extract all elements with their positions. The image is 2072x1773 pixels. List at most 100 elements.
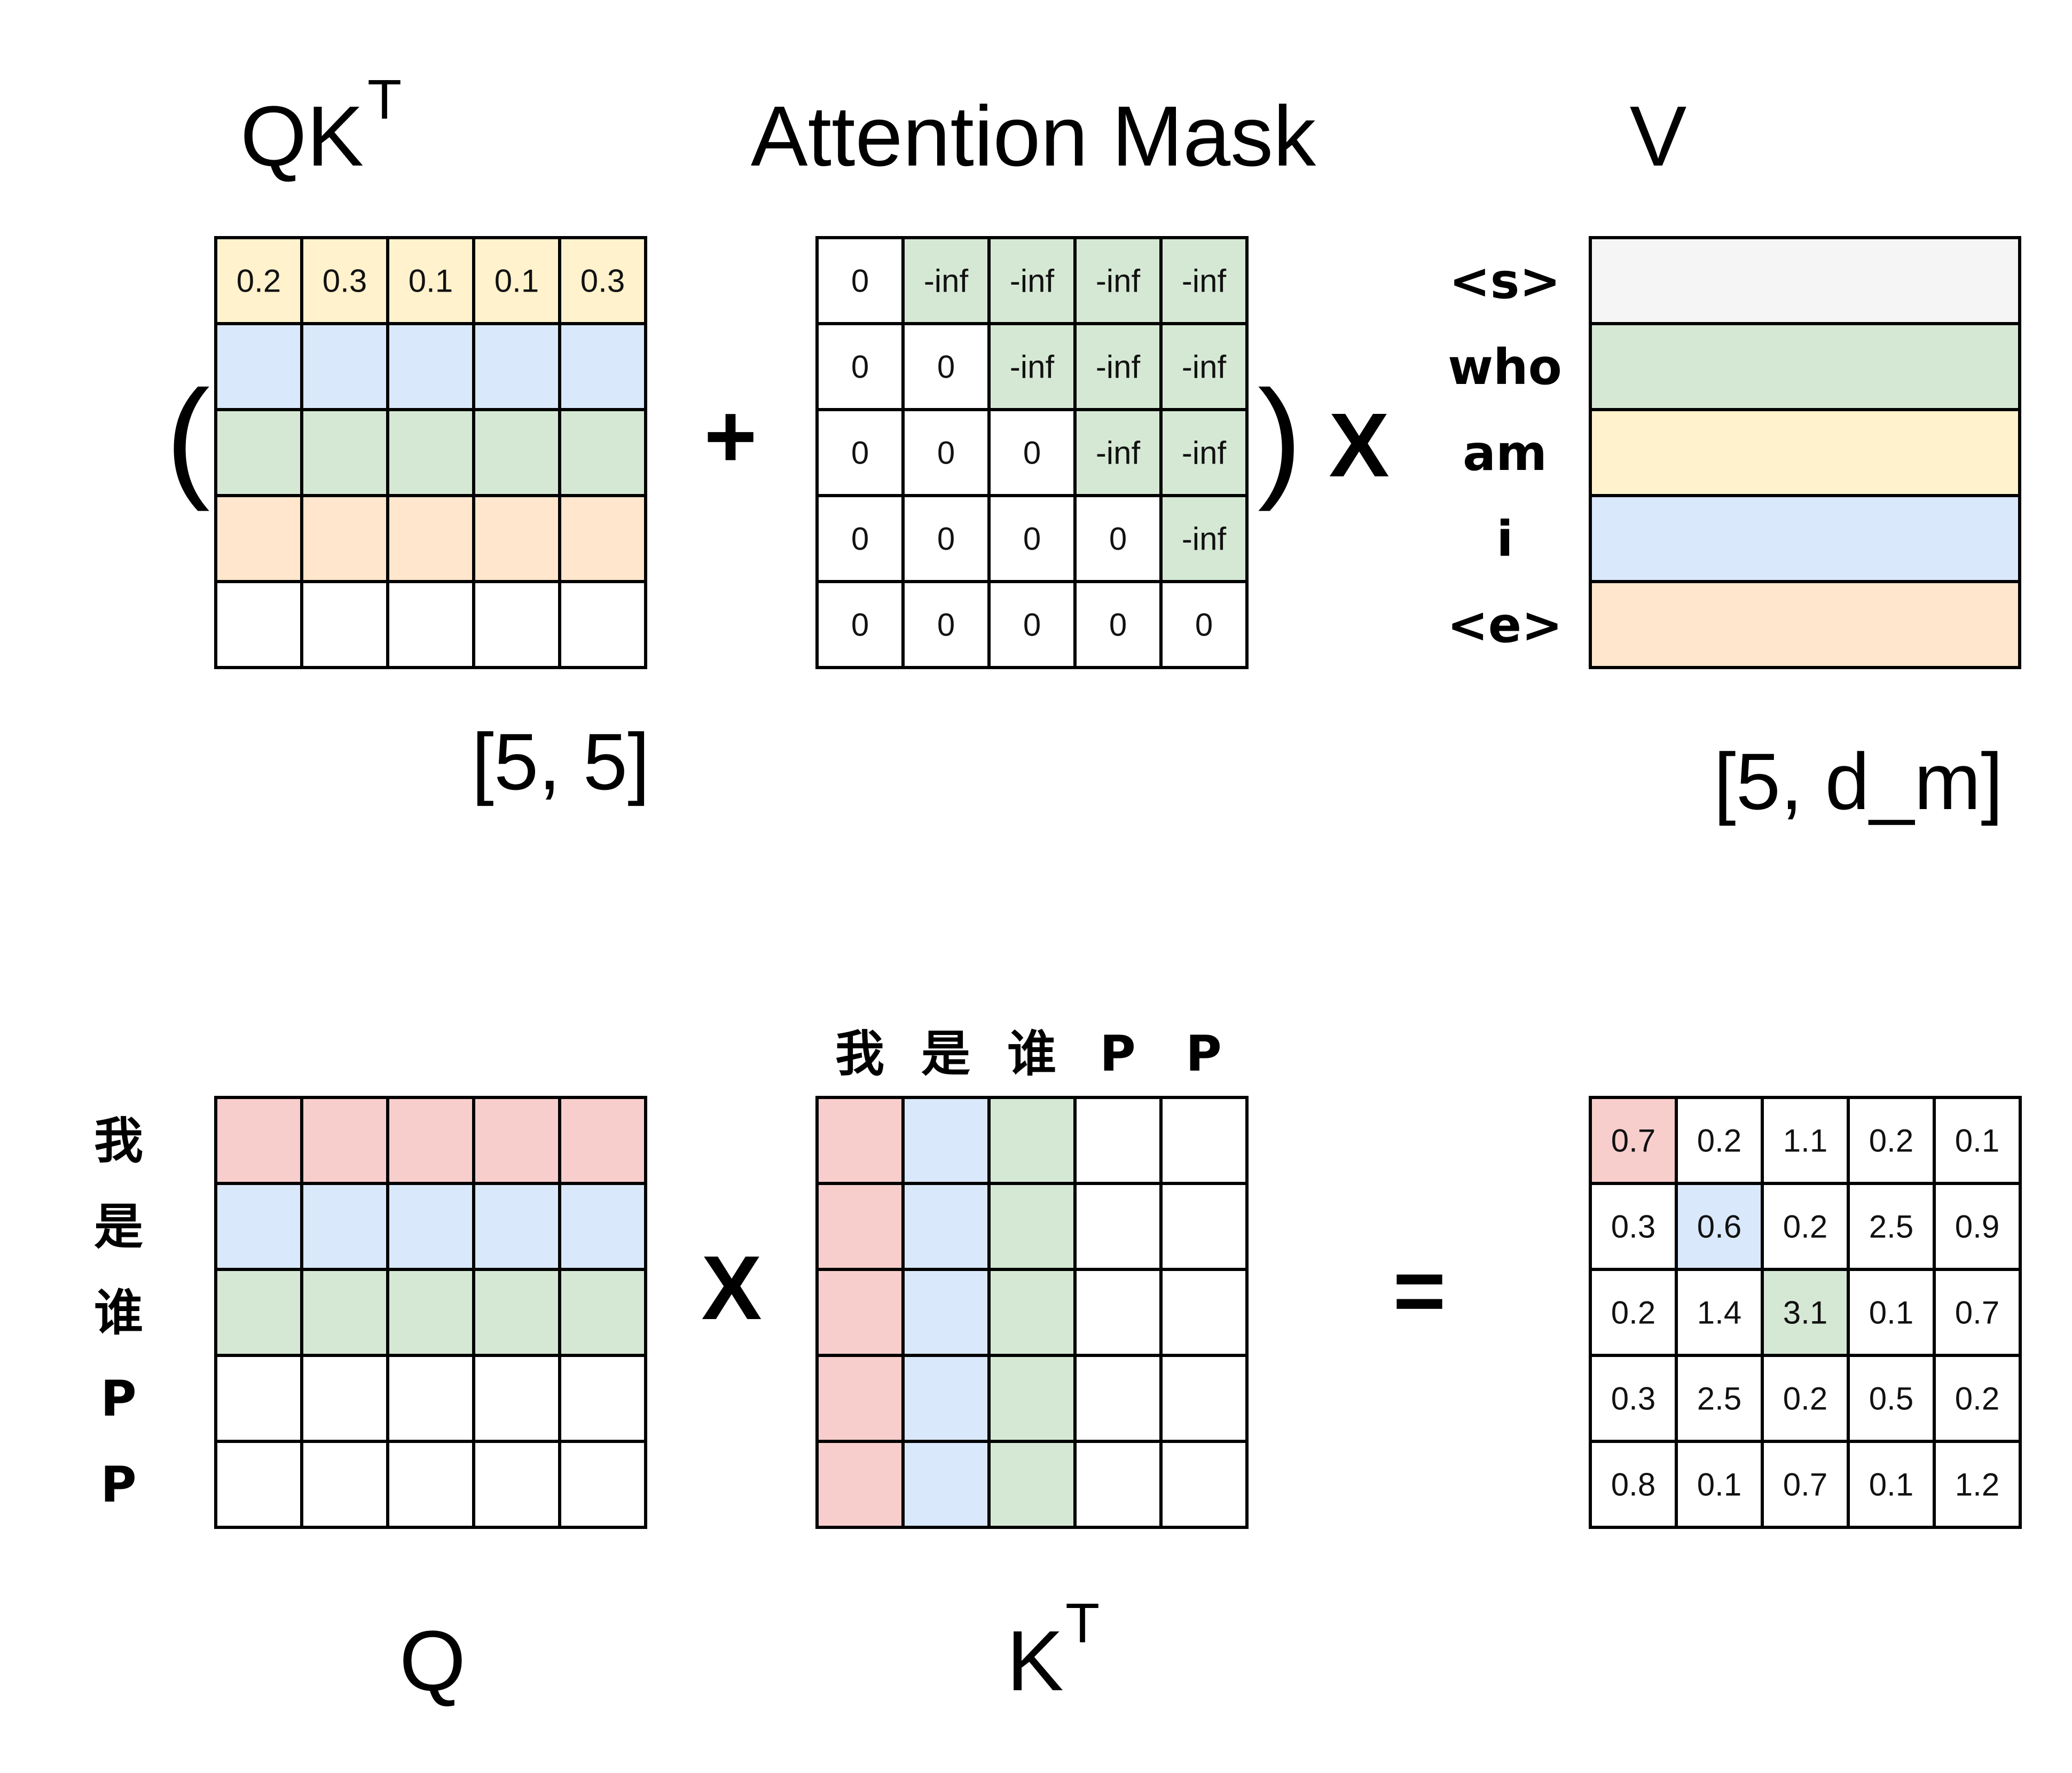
kt-cell [987,1096,1077,1185]
kt-cell [901,1096,991,1185]
qkt-cell [300,580,389,669]
kt-cell [901,1182,991,1271]
mask-cell [1073,322,1163,411]
result-value: 0.1 [1955,1123,1999,1159]
q-cell [214,1268,303,1357]
mask-value: -inf [1096,349,1141,385]
qkt-cell [300,322,389,411]
qkt-cell [472,322,561,411]
result-cell [1675,1182,1764,1271]
q-cell [386,1096,475,1185]
mask-value: 0 [851,607,869,643]
mask-value: 0 [1023,521,1041,557]
mask-value: 0 [851,521,869,557]
q-token-label: 谁 [94,1284,143,1341]
kt-token-label: P [1100,1025,1135,1082]
result-cell [1933,1354,2022,1443]
mask-value: -inf [1182,349,1227,385]
result-value: 1.1 [1783,1123,1827,1159]
kt-cell [1073,1268,1163,1357]
qkt-cell [472,580,561,669]
result-value: 2.5 [1869,1209,1913,1245]
mask-cell [1159,236,1249,325]
q-cell [300,1354,389,1443]
q-cell [214,1182,303,1271]
kt-token-label: 谁 [1007,1025,1056,1082]
qkt-cell [386,494,475,583]
qkt-cell [558,322,647,411]
v-cell [1589,322,2021,411]
close-parenthesis: ) [1258,363,1302,512]
mask-cell [815,408,905,497]
result-value: 0.1 [1697,1467,1741,1503]
v-token-label: i [1496,511,1513,568]
v-cell [1589,408,2021,497]
result-cell [1761,1440,1850,1529]
result-value: 0.9 [1955,1209,1999,1245]
v-cell [1589,580,2021,669]
qkt-value: 0.1 [495,263,539,299]
qkt-value: 0.1 [409,263,453,299]
mask-cell [1073,408,1163,497]
kt-token-label: 我 [835,1025,884,1082]
kt-cell [1073,1182,1163,1271]
mask-value: -inf [1010,349,1055,385]
kt-cell [1159,1268,1249,1357]
mask-cell [1159,580,1249,669]
kt-cell [815,1268,905,1357]
mask-value: -inf [1182,521,1227,557]
qkt-cell [386,322,475,411]
result-value: 0.7 [1955,1295,1999,1331]
mask-value: 0 [1195,607,1213,643]
q-cell [558,1354,647,1443]
v-token-label: <s> [1449,253,1561,310]
result-cell [1589,1440,1678,1529]
mask-value: -inf [924,263,969,299]
result-value: 0.2 [1697,1123,1741,1159]
kt-cell [815,1440,905,1529]
v-token-label: am [1463,425,1547,482]
kt-cell [901,1354,991,1443]
mask-value: 0 [937,521,955,557]
qkt-value: 0.3 [580,263,625,299]
kt-cell [987,1440,1077,1529]
kt-cell [1159,1096,1249,1185]
q-cell [214,1354,303,1443]
v-dimension-label: [5, d_m] [1714,736,2003,826]
open-parenthesis: ( [166,363,210,512]
result-value: 3.1 [1783,1295,1827,1331]
plus-operator: + [704,386,757,487]
v-title: V [1630,88,1687,184]
kt-cell [1159,1440,1249,1529]
v-cell [1589,236,2021,325]
qkt-cell [558,580,647,669]
q-cell [472,1268,561,1357]
equals-operator: = [1393,1240,1446,1341]
mask-value: -inf [1010,263,1055,299]
q-matrix [214,1096,647,1529]
q-token-label: P [100,1456,136,1513]
result-cell [1589,1182,1678,1271]
mask-value: 0 [1023,607,1041,643]
mask-cell [815,494,905,583]
result-value: 0.8 [1611,1467,1655,1503]
kt-cell [815,1182,905,1271]
result-cell [1589,1354,1678,1443]
q-cell [386,1182,475,1271]
result-value: 0.6 [1697,1209,1741,1245]
result-value: 1.4 [1697,1295,1741,1331]
mask-value: 0 [851,349,869,385]
qkt-cell [558,408,647,497]
kt-title-superscript: T [1065,1592,1100,1654]
kt-cell [1159,1182,1249,1271]
kt-cell [901,1440,991,1529]
kt-title: K [1007,1613,1064,1708]
mask-value: 0 [1109,521,1127,557]
q-title: Q [399,1613,466,1708]
kt-cell [815,1096,905,1185]
mask-cell [901,494,991,583]
kt-cell [1159,1354,1249,1443]
